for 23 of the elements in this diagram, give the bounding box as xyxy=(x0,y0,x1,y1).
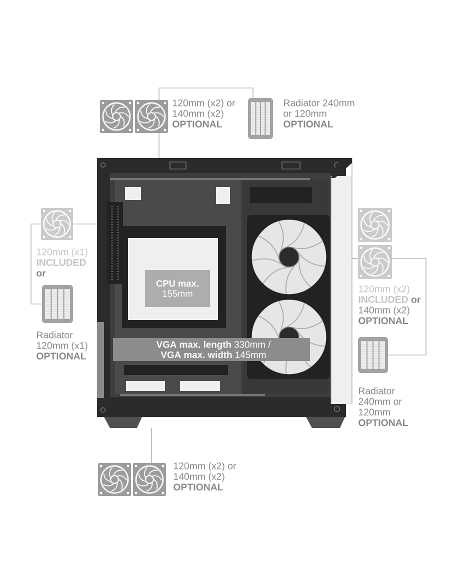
radiator-icon xyxy=(358,337,388,373)
spec-label: 120mm (x2) or 140mm (x2) OPTIONAL xyxy=(172,99,236,128)
leader-line xyxy=(352,258,358,259)
leader-line xyxy=(158,88,254,100)
fan-pair-icon xyxy=(98,463,166,496)
fan-pair-icon xyxy=(100,100,168,133)
fan-pair-icon xyxy=(358,208,392,279)
spec-label: Radiator 120mm (x1) OPTIONAL xyxy=(36,331,88,360)
spec-label: 120mm (x2) INCLUDED or 140mm (x2) OPTIONAL xyxy=(358,285,421,324)
leader-line xyxy=(30,224,42,304)
clearance-band: VGA max. length 330mm / VGA max. width 145mm xyxy=(113,338,310,361)
fan-icon xyxy=(41,208,73,240)
radiator-icon xyxy=(42,285,73,323)
spec-label: Radiator 240mm or 120mm OPTIONAL xyxy=(358,387,408,426)
clearance-box: CPU max. 155mm xyxy=(145,270,210,307)
leader-line xyxy=(388,258,426,356)
radiator-icon xyxy=(248,98,273,139)
leader-line xyxy=(151,428,152,464)
leader-line xyxy=(158,132,160,158)
spec-label: 120mm (x2) or 140mm (x2) OPTIONAL xyxy=(174,462,236,491)
spec-label: 120mm (x1) INCLUDED or xyxy=(36,248,88,277)
spec-label: Radiator 240mm or 120mm OPTIONAL xyxy=(284,99,354,128)
pc-case-picture xyxy=(97,158,352,428)
